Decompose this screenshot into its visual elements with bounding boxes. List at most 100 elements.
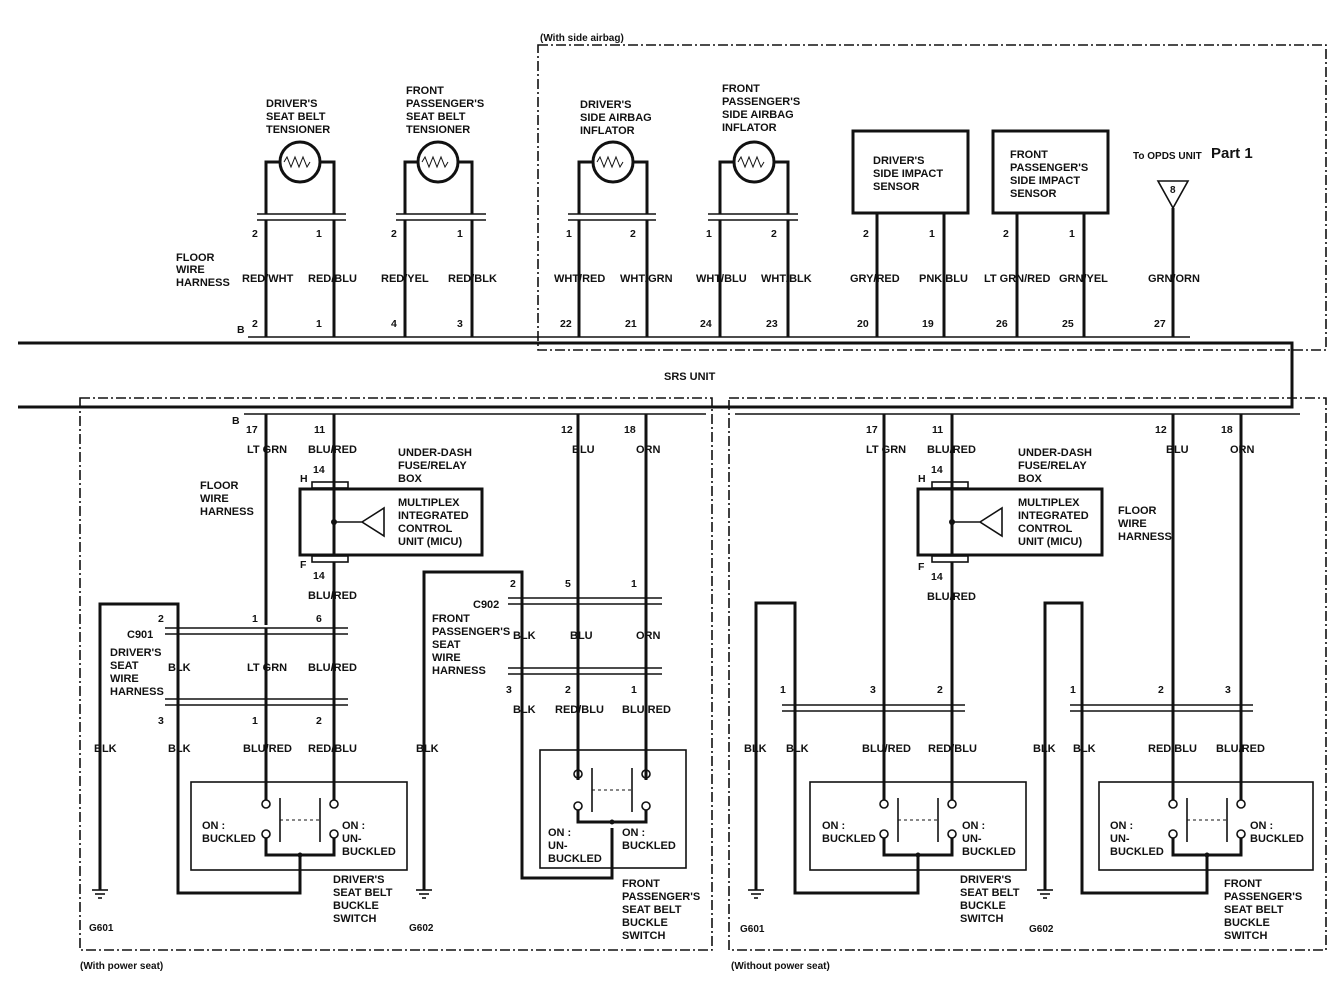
fuse-box-label: FUSE/RELAY — [1018, 460, 1087, 472]
pin-number: 2 — [863, 228, 869, 240]
pin-number: 1 — [780, 684, 786, 696]
ground-icon — [92, 889, 108, 899]
micu-box — [298, 487, 484, 557]
frame-side-airbag: (With side airbag) — [537, 33, 1327, 351]
switch-name: FRONT — [622, 878, 660, 890]
fuse-box-label: UNDER-DASH — [1018, 447, 1092, 459]
switch-state: UN- — [342, 833, 362, 845]
component-label: PASSENGER'S — [1010, 162, 1088, 174]
pin-number: 2 — [316, 715, 322, 727]
resistor-icon — [591, 140, 635, 184]
wire-color: BLU — [1166, 444, 1189, 456]
resistor-icon — [416, 140, 460, 184]
front-passenger-seat-belt-tensioner: FRONT PASSENGER'S SEAT BELT TENSIONER 2 … — [381, 85, 497, 337]
component-label: SIDE AIRBAG — [722, 109, 794, 121]
harness-line: SEAT — [432, 639, 461, 651]
harness-line: FRONT — [432, 613, 470, 625]
pin-number: 14 — [313, 464, 325, 476]
wire-color: BLK — [416, 743, 439, 755]
wire-color: PNK/BLU — [919, 273, 968, 285]
switch-name: SWITCH — [622, 930, 665, 942]
connector-h: H — [300, 473, 308, 485]
fuse-box-label: UNDER-DASH — [398, 447, 472, 459]
harness-line: WIRE — [432, 652, 461, 664]
power-seat-circuit: B 17 11 12 18 LT GRN BLU/RED BLU ORN FLO… — [89, 413, 706, 942]
harness-line: PASSENGER'S — [432, 626, 510, 638]
wire-color: BLK — [1073, 743, 1096, 755]
driver-side-impact-sensor: DRIVER'S SIDE IMPACT SENSOR 2 1 GRY/RED … — [850, 129, 970, 337]
switch-name: DRIVER'S — [333, 874, 385, 886]
wire-color: GRN/YEL — [1059, 273, 1108, 285]
pin-number: 2 — [937, 684, 943, 696]
pin-number: 2 — [1003, 228, 1009, 240]
switch-state: UN- — [548, 840, 568, 852]
pin-number: 14 — [931, 571, 943, 583]
connector-b-top: B — [237, 324, 245, 336]
no-power-seat-circuit: 17 11 12 18 LT GRN BLU/RED BLU ORN UNDER… — [735, 413, 1314, 942]
wire-color: ORN — [1230, 444, 1255, 456]
wire-color: RED/BLU — [928, 743, 977, 755]
pin-number: 14 — [931, 464, 943, 476]
wire-color: BLK — [786, 743, 809, 755]
pin-number: 2 — [771, 228, 777, 240]
wire-color: GRN/ORN — [1148, 273, 1200, 285]
micu-label: MULTIPLEX — [398, 497, 460, 509]
ground-label: G602 — [409, 923, 434, 934]
component-label: FRONT — [406, 85, 444, 97]
micu-label: UNIT (MICU) — [398, 536, 462, 548]
srs-unit-label: SRS UNIT — [664, 371, 716, 383]
pin-number: 26 — [996, 318, 1008, 330]
switch-state: ON : — [202, 820, 225, 832]
wire-color: BLU/RED — [927, 444, 976, 456]
harness-line: FLOOR — [176, 252, 215, 264]
pin-number: 5 — [565, 578, 571, 590]
switch-state: UN- — [1110, 833, 1130, 845]
pin-number: 1 — [706, 228, 712, 240]
pin-number: 1 — [457, 228, 463, 240]
component-label: TENSIONER — [266, 124, 330, 136]
driver-buckle-switch-box — [190, 781, 408, 871]
switch-state: ON : — [622, 827, 645, 839]
opds-unit-link: To OPDS UNIT 8 GRN/ORN 27 — [1133, 151, 1202, 337]
pin-number: 25 — [1062, 318, 1074, 330]
switch-state: BUCKLED — [1110, 846, 1164, 858]
wire-color: BLU/RED — [308, 444, 357, 456]
pin-number: 1 — [631, 578, 637, 590]
wire-color: WHT/BLK — [761, 273, 812, 285]
pin-number: 2 — [391, 228, 397, 240]
switch-name: PASSENGER'S — [622, 891, 700, 903]
pin-number: 6 — [316, 613, 322, 625]
pin-number: 3 — [870, 684, 876, 696]
component-label: SENSOR — [873, 181, 920, 193]
ground-label: G602 — [1029, 924, 1054, 935]
harness-line: HARNESS — [176, 277, 230, 289]
switch-state: ON : — [822, 820, 845, 832]
wire-color: RED/BLU — [308, 743, 357, 755]
pin-number: 14 — [313, 570, 325, 582]
component-label: DRIVER'S — [873, 155, 925, 167]
pin-number: 20 — [857, 318, 869, 330]
pin-number: 3 — [158, 715, 164, 727]
connector-c901: C901 — [127, 629, 153, 641]
component-label: SIDE IMPACT — [873, 168, 943, 180]
wire-color: BLK — [168, 743, 191, 755]
component-label: SIDE AIRBAG — [580, 112, 652, 124]
opds-label: To OPDS UNIT — [1133, 151, 1202, 162]
switch-name: PASSENGER'S — [1224, 891, 1302, 903]
pin-number: 2 — [510, 578, 516, 590]
harness-line: FLOOR — [200, 480, 239, 492]
pin-number: 2 — [1158, 684, 1164, 696]
pin-number: 12 — [561, 424, 573, 436]
switch-name: DRIVER'S — [960, 874, 1012, 886]
component-label: DRIVER'S — [580, 99, 632, 111]
micu-box — [916, 487, 1104, 557]
switch-name: BUCKLE — [333, 900, 379, 912]
harness-line: WIRE — [176, 264, 205, 276]
switch-state: ON : — [548, 827, 571, 839]
wire-color: BLK — [513, 630, 536, 642]
switch-state: ON : — [962, 820, 985, 832]
pin-number: 1 — [929, 228, 935, 240]
resistor-icon — [732, 140, 776, 184]
